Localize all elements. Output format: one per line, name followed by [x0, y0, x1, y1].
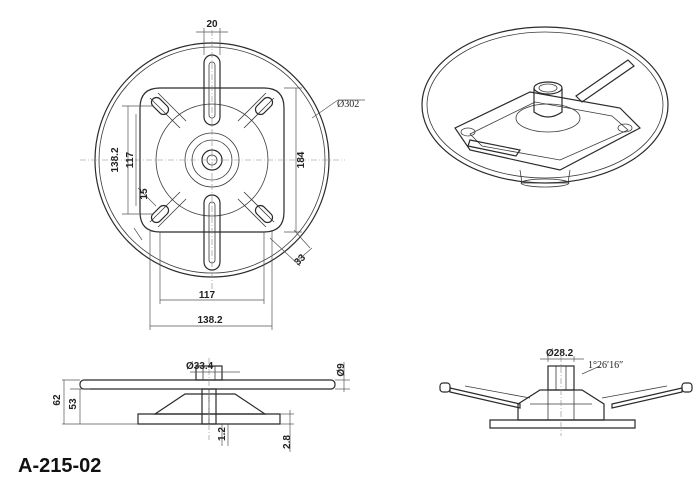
dim-thickness-2-8: 2.8: [282, 435, 293, 449]
dim-height-62: 62: [52, 394, 63, 406]
dim-mount-117-horizontal: 117: [199, 290, 216, 301]
section-view: Ø28.2 1°26′16″: [439, 348, 693, 436]
top-view: 20 Ø302 138.2 117 184 15 33 117: [80, 19, 365, 330]
dim-mount-138-horizontal: 138.2: [197, 315, 222, 326]
dim-height-53: 53: [68, 398, 79, 410]
dim-angle: 1°26′16″: [588, 360, 623, 371]
dim-rod-diameter: Ø9: [336, 363, 347, 377]
dim-mount-138-vertical: 138.2: [110, 147, 121, 172]
dim-slot-width: 20: [206, 19, 218, 30]
dim-plate-184: 184: [296, 151, 307, 168]
front-elevation: Ø33.4 Ø9 62 53 1.2 2.8: [52, 358, 350, 452]
dim-outer-diameter: Ø302: [337, 99, 359, 110]
dim-mount-117-vertical: 117: [125, 151, 136, 168]
part-code: A-215-02: [18, 455, 102, 477]
dim-socket-diameter: Ø28.2: [546, 348, 574, 359]
dim-slot-15: 15: [139, 188, 150, 200]
dim-hole-33: 33: [292, 252, 308, 268]
isometric-view: [421, 26, 669, 188]
dim-tube-diameter: Ø33.4: [186, 361, 214, 372]
dim-thickness-1-2: 1.2: [217, 427, 228, 441]
